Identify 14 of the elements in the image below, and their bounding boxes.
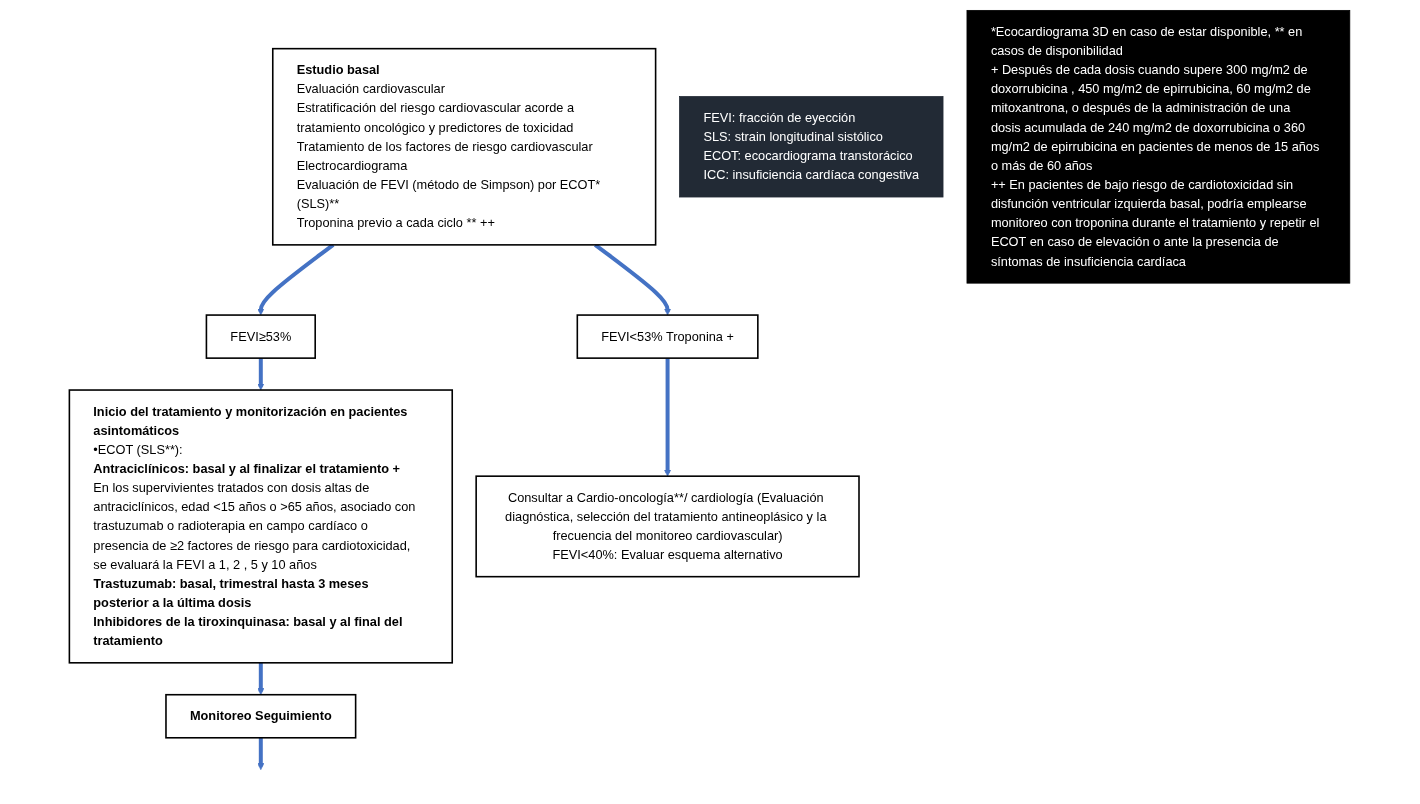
- node-box: Monitoreo Seguimiento: [165, 693, 357, 739]
- node-box: Consultar a Cardio-oncología**/ cardiología (Evaluación diagnóstica, selección del tratamiento antineoplásico y la frecuencia del monitoreo cardiovascular) FEVI<40%: Evaluar esquema alternativo: [475, 475, 861, 578]
- node-box: FEVI≥53%: [206, 314, 317, 359]
- arrow: [257, 243, 335, 316]
- arrow: [257, 737, 265, 770]
- node-box: Estudio basal Evaluación cardiovascular Estratificación del riesgo cardiovascular acorde a tratamiento oncológico y predictores de toxicidad Tratamiento de los factores de riesgo cardiovascular Electrocardiograma Evaluación de FEVI (método de Simpson) por ECOT* (SLS)** Troponina previo a cada ciclo ** ++: [272, 47, 657, 246]
- arrow: [664, 358, 672, 477]
- arrow: [257, 662, 265, 696]
- node-box: Inicio del tratamiento y monitorización en pacientes asintomáticos •ECOT (SLS**): Antraciclínicos: basal y al finalizar el tratamiento + En los supervivientes tratados con dosis altas de antraciclínicos, edad <15 años o >65 años, asociado con trastuzumab o radioterapia en campo cardíaco o presencia de ≥2 factores de riesgo para cardiotoxicidad, se evaluará la FEVI a 1, 2 , 5 y 10 años Trastuzumab: basal, trimestral hasta 3 meses posterior a la última dosis Inhibidores de la tiroxinquinasa: basal y al final del tratamiento: [69, 389, 454, 664]
- node-box: *Ecocardiograma 3D en caso de estar disponible, ** en casos de disponibilidad + Después de cada dosis cuando supere 300 mg/m2 de doxorrubicina , 450 mg/m2 de epirrubicina, 60 mg/m2 de mitoxantrona, o después de la administración de una dosis acumulada de 240 mg/m2 de doxorrubicina o 360 mg/m2 de epirrubicina en pacientes de menos de 15 años o más de 60 años ++ En pacientes de bajo riesgo de cardiotoxicidad sin disfunción ventricular izquierda basal, podría emplearse monitoreo con troponina durante el tratamiento y repetir el ECOT en caso de elevación o ante la presencia de síntomas de insuficiencia cardíaca: [966, 10, 1351, 284]
- node-box: FEVI: fracción de eyección SLS: strain longitudinal sistólico ECOT: ecocardiograma transtorácico ICC: insuficiencia cardíaca congestiva: [679, 96, 944, 198]
- arrow: [257, 358, 265, 391]
- arrow: [594, 243, 672, 316]
- node-box: FEVI<53% Troponina +: [576, 314, 760, 359]
